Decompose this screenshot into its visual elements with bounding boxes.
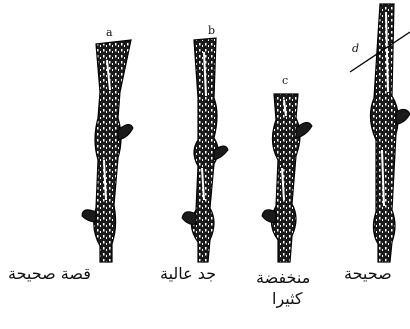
stem-d: d — [350, 4, 410, 262]
stem-c: c — [262, 74, 312, 262]
stem-a-letter: a — [106, 26, 113, 39]
stem-a: a — [82, 26, 133, 262]
bud-a-lower — [82, 210, 96, 222]
stem-b-letter: b — [208, 24, 215, 37]
stem-d-letter: d — [352, 42, 359, 55]
stem-b: b — [182, 24, 228, 262]
caption-c-line1: منخفضة — [256, 268, 310, 288]
bud-c-lower — [262, 210, 276, 223]
caption-b: جد عالية — [160, 264, 216, 284]
bud-d-upper — [396, 109, 410, 124]
caption-a: قصة صحيحة — [8, 264, 91, 284]
bud-b-upper — [214, 146, 228, 160]
caption-d: صحيحة — [344, 264, 392, 284]
bud-b-lower — [182, 212, 196, 225]
caption-c-line2: كثيرا — [272, 289, 303, 309]
stem-c-letter: c — [282, 74, 288, 87]
